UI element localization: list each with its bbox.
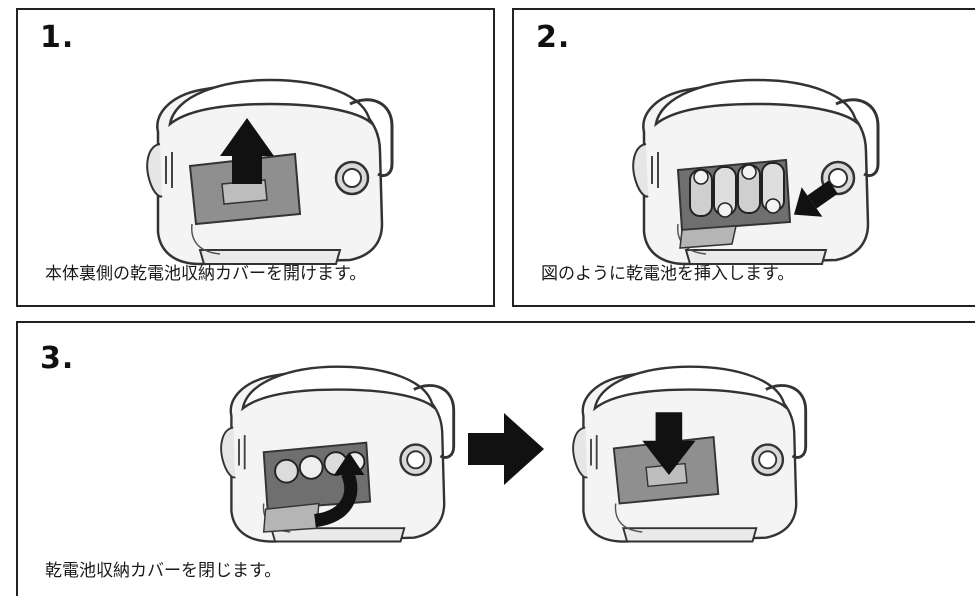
arrow-up-icon — [220, 118, 274, 184]
step-2-panel: 2. 図のように乾電池を挿入します。 — [512, 8, 975, 307]
camera-cover-closed-illustration — [571, 365, 808, 543]
arrow-up-icon — [793, 180, 838, 217]
arrow-down-icon — [642, 412, 696, 475]
battery-icon — [737, 164, 761, 214]
step-caption: 図のように乾電池を挿入します。 — [541, 264, 795, 284]
step-number: 2. — [536, 20, 571, 55]
step-number: 1. — [40, 20, 75, 55]
step-number: 3. — [40, 341, 75, 376]
camera-closing-cover-illustration — [219, 365, 456, 543]
arrow-right-icon — [468, 413, 544, 485]
camera-open-cover-illustration — [145, 78, 394, 266]
battery-icon — [761, 162, 785, 214]
battery-icon — [689, 169, 713, 217]
step-caption: 乾電池収納カバーを閉じます。 — [45, 561, 282, 581]
step-3-panel: 3. 乾電池収納カバーを閉じます。 — [16, 321, 975, 596]
step-caption: 本体裏側の乾電池収納カバーを開けます。 — [45, 264, 367, 284]
step-1-panel: 1. 本体裏側の乾電池収納カバーを開けます。 — [16, 8, 495, 307]
camera-insert-batteries-illustration — [631, 78, 880, 266]
battery-icon — [713, 166, 737, 218]
